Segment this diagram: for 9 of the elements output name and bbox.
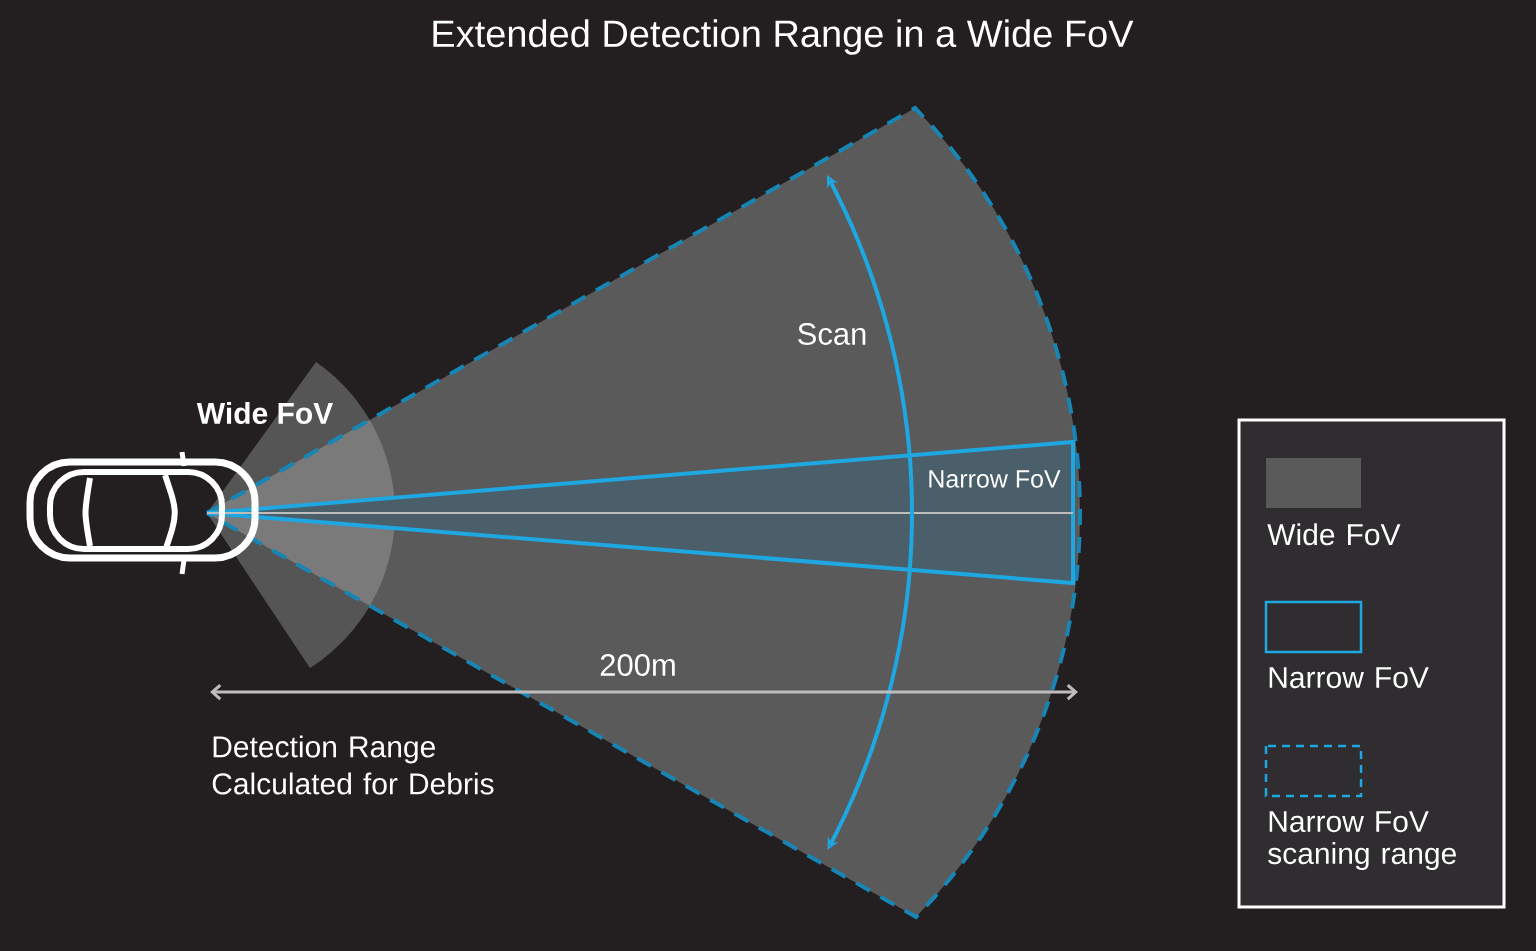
legend-label: Wide FoV [1267,523,1401,546]
fov-label: Narrow FoV [929,470,1061,488]
legend-label: Narrow FoV [1269,667,1429,689]
title: Extended Detection Range in a Wide FoV [433,19,1134,55]
fov-label: Wide FoV [196,402,333,425]
legend-label: Narrow FoV scaning range [1268,811,1456,871]
dimension-label: 200m [600,654,675,676]
note: Detection Range Calculated for Debris [212,735,494,795]
scan-label: Scan [798,323,866,345]
